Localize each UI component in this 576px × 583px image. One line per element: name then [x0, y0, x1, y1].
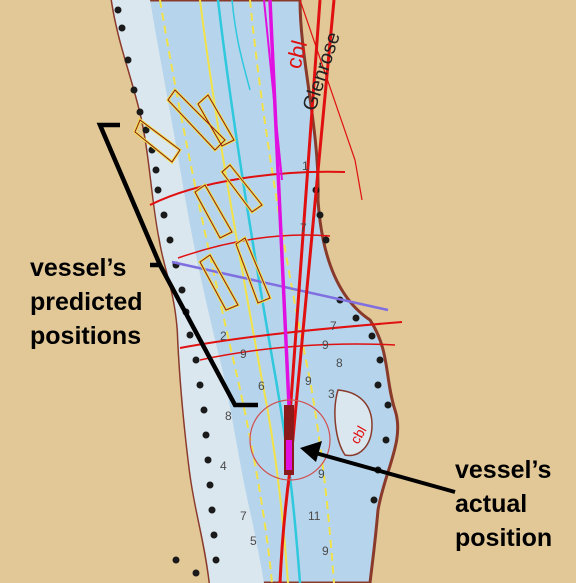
actual-label-line: vessel’s [455, 456, 552, 484]
depth-sounding: 9 [305, 374, 312, 388]
depth-sounding: 5 [250, 534, 257, 548]
shoreline-markers [114, 6, 392, 577]
actual-position-arrow-head [300, 441, 322, 462]
traffic-lanes [159, 0, 335, 583]
depth-sounding: 8 [336, 356, 343, 370]
predicted-positions-label: vessel’s predicted positions [30, 251, 143, 353]
vessel-heading-marker [286, 440, 292, 470]
depth-sounding: 2 [220, 329, 227, 343]
depth-sounding: 11 [308, 509, 321, 523]
depth-sounding: 3 [328, 387, 335, 401]
vessel-range-ring [249, 399, 331, 481]
actual-position-label: vessel’s actual position [455, 453, 552, 555]
planned-course-line-2 [263, 0, 283, 181]
cable-label-south: cbl [347, 423, 370, 447]
depth-sounding: 9 [318, 467, 325, 481]
actual-label-line: position [455, 524, 553, 552]
depth-soundings: 7 9 8 2 9 6 8 9 3 1 7 4 9 11 7 5 9 [220, 159, 343, 558]
predicted-positions-bracket [96, 122, 258, 408]
predicted-label-line: positions [30, 322, 142, 350]
depth-sounding: 9 [240, 347, 247, 361]
vessel-track-lines [149, 0, 403, 583]
depth-sounding: 1 [302, 159, 309, 173]
depth-sounding: 4 [220, 459, 227, 473]
depth-sounding: 8 [225, 409, 232, 423]
planned-course-line [268, 0, 294, 471]
predicted-label-line: vessel’s [30, 254, 127, 282]
predicted-vessel-outlines-dark [134, 89, 271, 311]
depth-sounding: 9 [322, 338, 329, 352]
actual-position-arrow-shaft [311, 450, 456, 494]
shallow-area-east [334, 389, 373, 457]
predicted-label-line: predicted [30, 288, 143, 316]
depth-sounding: 9 [322, 544, 329, 558]
depth-sounding: 7 [300, 221, 307, 235]
actual-label-line: actual [455, 490, 528, 518]
depth-sounding: 7 [330, 319, 337, 333]
cable-line [171, 260, 389, 312]
depth-sounding: 6 [258, 379, 265, 393]
depth-sounding: 7 [240, 509, 247, 523]
